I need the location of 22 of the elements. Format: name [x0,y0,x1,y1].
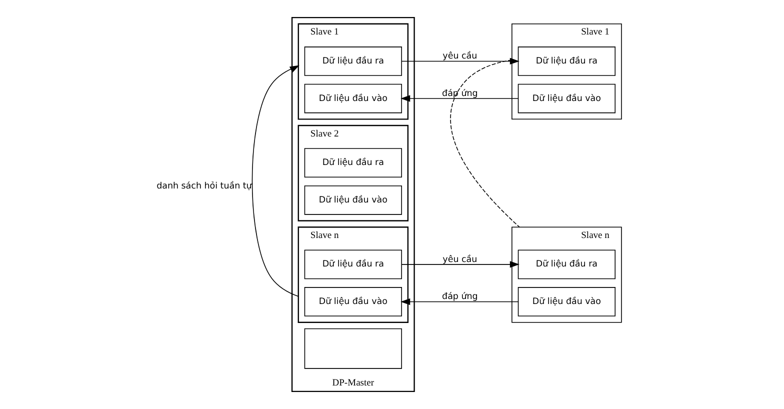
node-box: Dữ liệu đầu vào [304,84,402,114]
edge-label: yêu cầu [442,52,478,62]
node-box: Dữ liệu đầu ra [304,250,402,280]
node-box [304,328,402,369]
node-box: Dữ liệu đầu ra [518,250,616,280]
arrow [252,65,300,297]
node-box: Dữ liệu đầu ra [304,148,402,178]
node-box: Dữ liệu đầu vào [304,287,402,316]
edge-label: yêu cầu [442,254,478,265]
arrow [400,95,519,102]
edge-label: danh sách hỏi tuần tự [156,181,252,192]
node-box: Dữ liệu đầu vào [518,84,616,114]
arrow [401,58,520,65]
edge-label: đáp ứng [442,88,478,99]
arrow [400,298,519,306]
node-box: Dữ liệu đầu vào [304,185,402,215]
node-box: Dữ liệu đầu ra [518,46,616,76]
edge-label: đáp ứng [442,292,478,302]
connector [450,60,520,228]
node-box: Dữ liệu đầu vào [518,287,616,316]
arrow [401,261,520,268]
node-box: Dữ liệu đầu ra [304,46,402,76]
